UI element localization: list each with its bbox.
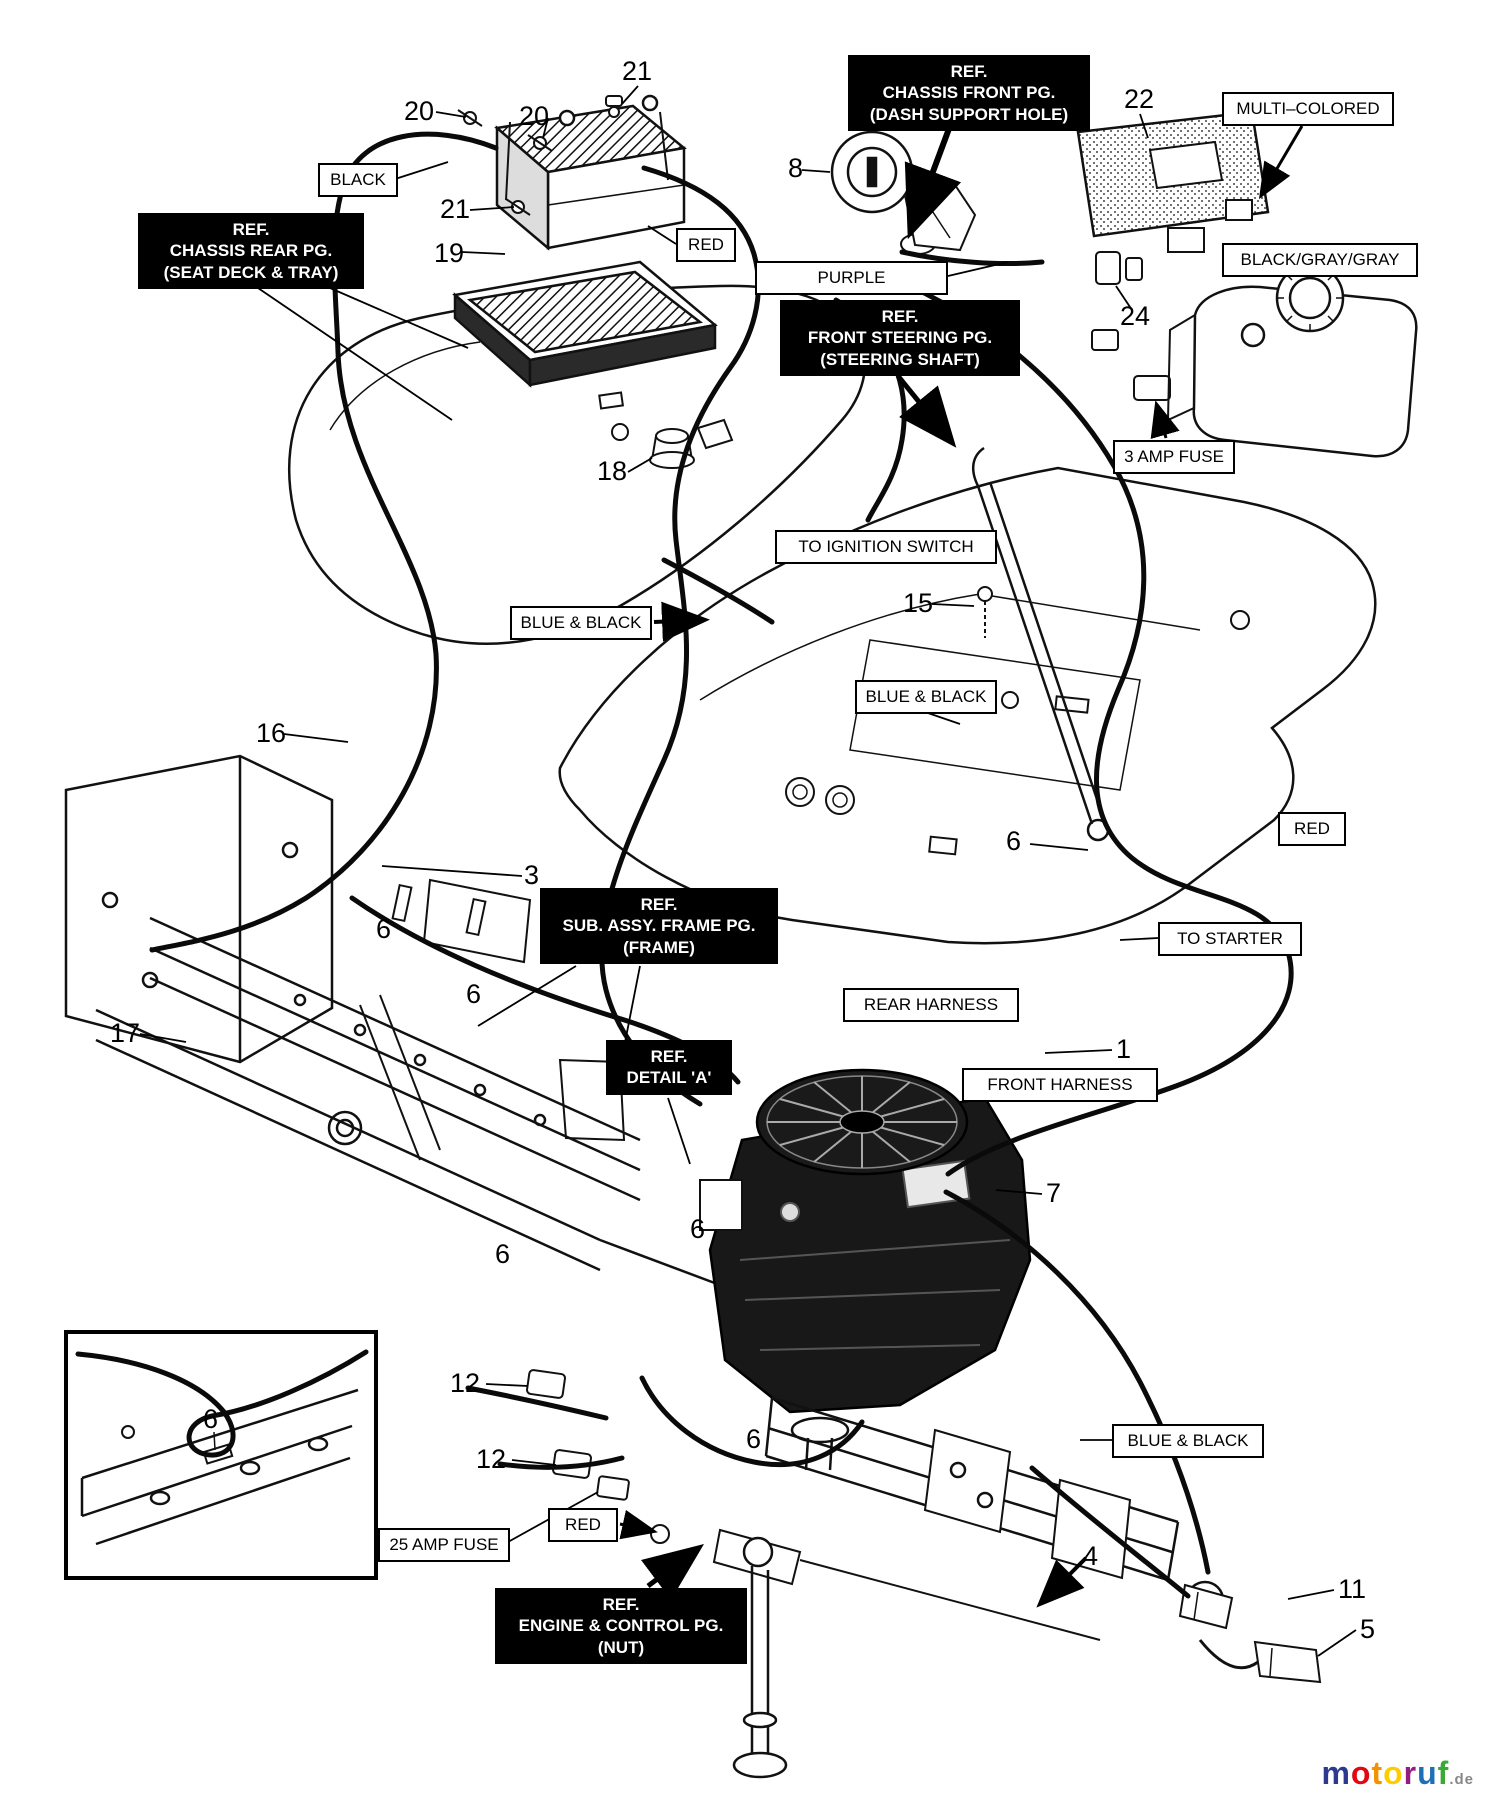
part-number-17-14: 17 bbox=[110, 1018, 141, 1048]
part-number-16-10: 16 bbox=[256, 718, 287, 748]
part-number-6-19: 6 bbox=[495, 1239, 511, 1269]
wire-label-to-starter: TO STARTER bbox=[1158, 922, 1302, 957]
ref-callout-line: CHASSIS REAR PG. bbox=[169, 241, 333, 261]
connectors bbox=[526, 1369, 1322, 1684]
part-number-18-8: 18 bbox=[597, 456, 628, 486]
wire-label-fuse-3amp: 3 AMP FUSE bbox=[1113, 440, 1235, 475]
part-number-24-7: 24 bbox=[1120, 301, 1151, 331]
battery-tray bbox=[452, 260, 718, 388]
logo-suffix: .de bbox=[1449, 1771, 1474, 1788]
detail-a-art bbox=[80, 1388, 359, 1546]
part-number-6-13: 6 bbox=[466, 979, 482, 1009]
steering-shaft bbox=[971, 446, 1110, 842]
logo-letter: r bbox=[1403, 1755, 1418, 1791]
part-number-6-22: 6 bbox=[203, 1404, 219, 1434]
part-number-12-21: 12 bbox=[476, 1444, 507, 1474]
ref-callout-sub-assy-frame: REF. SUB. ASSY. FRAME PG.(FRAME) bbox=[540, 888, 778, 964]
screw-15 bbox=[977, 586, 993, 638]
logo-letter: t bbox=[1371, 1755, 1384, 1791]
motoruf-logo[interactable]: motoruf.de bbox=[1321, 1755, 1474, 1792]
ref-callout-line: (FRAME) bbox=[623, 937, 695, 957]
wire-label-fuse-25amp: 25 AMP FUSE bbox=[378, 1528, 510, 1563]
ref-callout-line: REF. bbox=[950, 62, 988, 81]
part-number-21-0: 21 bbox=[622, 56, 653, 86]
part-number-20-1: 20 bbox=[404, 96, 435, 126]
ref-callout-line: REF. bbox=[640, 895, 678, 914]
frame bbox=[64, 754, 761, 1302]
part-number-3-11: 3 bbox=[524, 860, 540, 890]
part-number-6-18: 6 bbox=[690, 1214, 706, 1244]
logo-letter: m bbox=[1321, 1755, 1351, 1791]
part-number-15-9: 15 bbox=[903, 588, 934, 618]
ref-callout-line: (NUT) bbox=[597, 1637, 645, 1657]
ref-callout-line: REF. bbox=[650, 1047, 688, 1066]
ref-callout-line: FRONT STEERING PG. bbox=[807, 328, 993, 348]
part-number-7-17: 7 bbox=[1046, 1178, 1062, 1208]
battery-bolts bbox=[457, 95, 623, 216]
part-number-8-5: 8 bbox=[788, 153, 804, 183]
wire-label-multi-colored: MULTI–COLORED bbox=[1222, 92, 1394, 127]
wire-label-red-top: RED bbox=[676, 228, 736, 263]
battery bbox=[494, 94, 687, 251]
part-number-6-23: 6 bbox=[746, 1424, 762, 1454]
engine bbox=[699, 1068, 1032, 1471]
ref-callout-line: (SEAT DECK & TRAY) bbox=[163, 262, 339, 282]
part-number-5-26: 5 bbox=[1360, 1614, 1376, 1644]
part-number-12-20: 12 bbox=[450, 1368, 481, 1398]
part-number-20-2: 20 bbox=[519, 101, 550, 131]
ref-callout-line: REF. bbox=[602, 1595, 640, 1614]
wire-label-to-ignition-switch: TO IGNITION SWITCH bbox=[775, 530, 997, 565]
wire-label-red-right: RED bbox=[1278, 812, 1346, 847]
ref-callout-front-steering: REF. FRONT STEERING PG.(STEERING SHAFT) bbox=[780, 300, 1020, 376]
ref-callout-line: DETAIL 'A' bbox=[626, 1068, 712, 1088]
arrow-leaders bbox=[619, 124, 1304, 1608]
fuel-tank bbox=[1166, 263, 1418, 458]
wire-label-blue-black-3: BLUE & BLACK bbox=[1112, 1424, 1264, 1459]
wire-label-rear-harness: REAR HARNESS bbox=[843, 988, 1019, 1023]
ref-callout-line: ENGINE & CONTROL PG. bbox=[518, 1616, 724, 1636]
ref-callout-engine-control: REF. ENGINE & CONTROL PG.(NUT) bbox=[495, 1588, 747, 1664]
wire-label-blue-black-2: BLUE & BLACK bbox=[855, 680, 997, 715]
logo-letter: u bbox=[1417, 1755, 1438, 1791]
part-number-19-4: 19 bbox=[434, 238, 465, 268]
ref-callout-line: SUB. ASSY. FRAME PG. bbox=[562, 916, 756, 936]
ref-callout-line: REF. bbox=[232, 220, 270, 239]
ref-callout-detail-a: REF. DETAIL 'A' bbox=[606, 1040, 732, 1095]
logo-letter: o bbox=[1383, 1755, 1404, 1791]
ref-callout-chassis-rear: REF. CHASSIS REAR PG.(SEAT DECK & TRAY) bbox=[138, 213, 364, 289]
part-number-6-15: 6 bbox=[1006, 826, 1022, 856]
wire-label-black: BLACK bbox=[318, 163, 398, 198]
connector-24 bbox=[1091, 251, 1171, 401]
logo-letter: o bbox=[1350, 1755, 1372, 1791]
logo-word: motoruf bbox=[1321, 1755, 1449, 1791]
part-number-22-6: 22 bbox=[1124, 84, 1155, 114]
logo-letter: f bbox=[1437, 1755, 1450, 1791]
control-module bbox=[1076, 110, 1270, 253]
ref-callout-line: CHASSIS FRONT PG. bbox=[882, 83, 1056, 103]
part-number-4-24: 4 bbox=[1083, 1541, 1099, 1571]
ref-callout-chassis-front: REF. CHASSIS FRONT PG.(DASH SUPPORT HOLE) bbox=[848, 55, 1090, 131]
wire-label-black-gray-gray: BLACK/GRAY/GRAY bbox=[1222, 243, 1418, 278]
part-number-6-12: 6 bbox=[376, 914, 392, 944]
wire-label-blue-black-1: BLUE & BLACK bbox=[510, 606, 652, 641]
part-number-1-16: 1 bbox=[1116, 1034, 1132, 1064]
ref-callout-line: REF. bbox=[881, 307, 919, 326]
wire-label-front-harness: FRONT HARNESS bbox=[962, 1068, 1158, 1103]
ref-callout-line: (DASH SUPPORT HOLE) bbox=[869, 104, 1069, 124]
wire-label-purple: PURPLE bbox=[755, 261, 948, 296]
part-number-11-25: 11 bbox=[1338, 1574, 1367, 1604]
part-number-21-3: 21 bbox=[440, 194, 471, 224]
ref-callout-line: (STEERING SHAFT) bbox=[820, 349, 980, 369]
detail-a-box bbox=[64, 1330, 378, 1580]
wire-label-red-bottom: RED bbox=[548, 1508, 618, 1543]
